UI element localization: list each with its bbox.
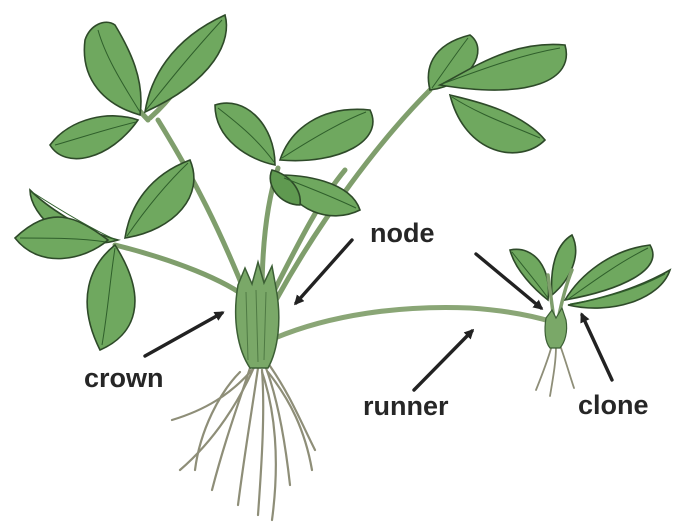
label-clone: clone xyxy=(578,392,649,419)
arrow-clone xyxy=(582,315,612,380)
clone-roots xyxy=(536,345,574,396)
mother-roots xyxy=(172,365,315,520)
leaves xyxy=(15,15,670,350)
label-crown: crown xyxy=(84,365,164,392)
annotation-arrows xyxy=(145,240,612,390)
arrow-runner xyxy=(414,331,472,390)
arrow-crown xyxy=(145,313,222,356)
label-runner: runner xyxy=(363,393,449,420)
label-node: node xyxy=(370,220,435,247)
stems xyxy=(100,40,430,300)
runner-stolon xyxy=(275,307,553,338)
clone-base xyxy=(545,308,567,348)
